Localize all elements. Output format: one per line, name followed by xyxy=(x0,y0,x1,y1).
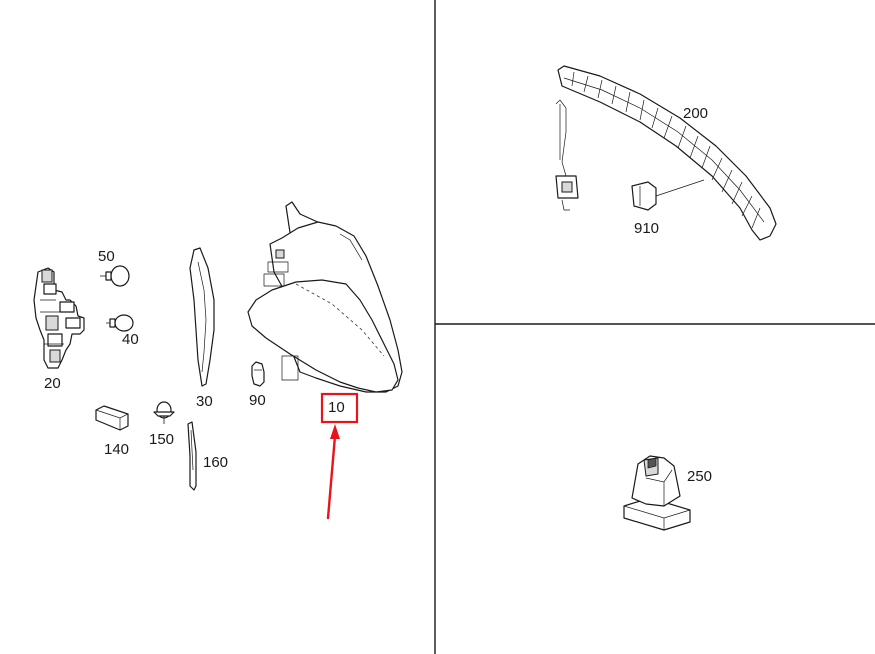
part-30-gasket[interactable] xyxy=(189,247,215,387)
label-30: 30 xyxy=(196,393,213,410)
label-910: 910 xyxy=(634,220,659,237)
part-40-bulb[interactable] xyxy=(106,314,134,332)
label-50: 50 xyxy=(98,248,115,265)
label-200: 200 xyxy=(683,105,708,122)
part-50-bulb[interactable] xyxy=(100,265,130,287)
part-90-nut[interactable] xyxy=(251,361,265,387)
label-140: 140 xyxy=(104,441,129,458)
label-160: 160 xyxy=(203,454,228,471)
part-10-tail-lamp[interactable] xyxy=(247,201,403,393)
part-200-light-strip[interactable] xyxy=(555,65,777,241)
part-150-clip[interactable] xyxy=(153,401,175,424)
part-140-pad[interactable] xyxy=(95,405,129,431)
label-10: 10 xyxy=(328,399,345,416)
label-40: 40 xyxy=(122,331,139,348)
part-20-bulb-carrier[interactable] xyxy=(33,267,85,369)
part-250-housing[interactable] xyxy=(623,455,691,531)
label-90: 90 xyxy=(249,392,266,409)
label-150: 150 xyxy=(149,431,174,448)
strip-segments xyxy=(571,71,761,229)
part-910-connector[interactable] xyxy=(631,179,705,211)
label-20: 20 xyxy=(44,375,61,392)
label-250: 250 xyxy=(687,468,712,485)
arrow-up-icon xyxy=(326,424,340,520)
part-160-seal[interactable] xyxy=(187,421,197,491)
highlight-box xyxy=(320,392,359,424)
